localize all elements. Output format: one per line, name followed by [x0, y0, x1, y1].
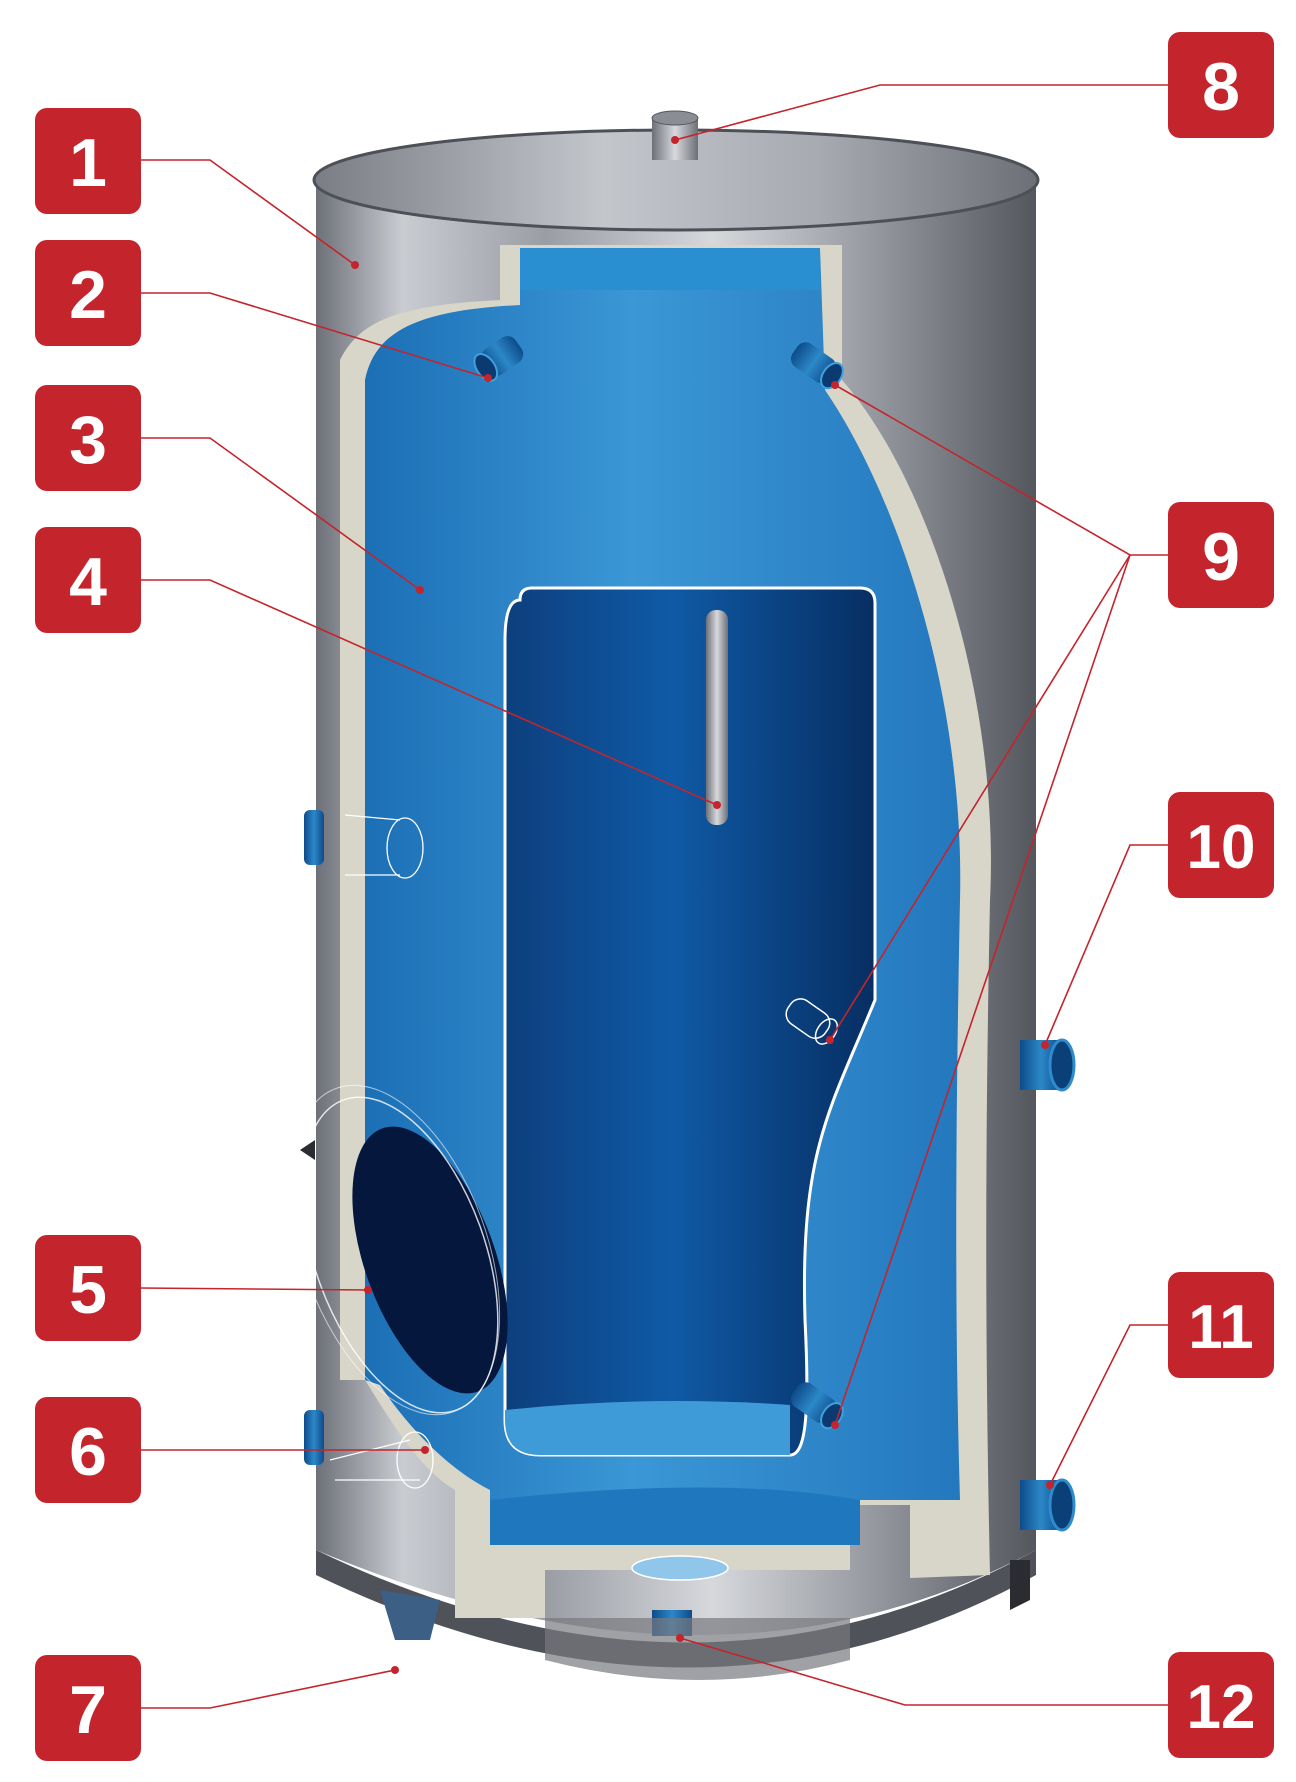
callout-12: 12: [1168, 1652, 1274, 1758]
leader-4: [140, 579, 718, 806]
callout-1: 1: [35, 108, 141, 214]
callout-8: 8: [1168, 32, 1274, 138]
top-lid: [312, 110, 1040, 232]
svg-text:1: 1: [69, 125, 107, 201]
callout-9: 9: [1168, 502, 1274, 608]
svg-text:9: 9: [1202, 519, 1240, 595]
leader-9b: [829, 554, 1131, 1041]
leader-10: [1044, 844, 1168, 1046]
leader-1: [140, 159, 356, 266]
callout-badges: 1 2 3 4 5 6 7 8: [35, 32, 1274, 1761]
svg-text:4: 4: [69, 544, 107, 620]
callout-4: 4: [35, 527, 141, 633]
svg-text:3: 3: [69, 402, 107, 478]
leader-12: [679, 1637, 1170, 1706]
external-connections: [300, 810, 1076, 1532]
leader-3: [140, 437, 421, 591]
leader-7: [140, 1669, 396, 1709]
leader-lines: [139, 84, 1170, 1709]
svg-text:10: 10: [1187, 813, 1256, 882]
callout-10: 10: [1168, 792, 1274, 898]
callout-11: 11: [1168, 1272, 1274, 1378]
callout-6: 6: [35, 1397, 141, 1503]
svg-text:11: 11: [1188, 1293, 1254, 1362]
svg-text:8: 8: [1202, 49, 1240, 125]
cutaway-section: [289, 245, 991, 1680]
leader-2: [140, 292, 489, 379]
callout-5: 5: [35, 1235, 141, 1341]
svg-text:12: 12: [1187, 1673, 1256, 1742]
svg-text:6: 6: [69, 1414, 107, 1490]
leader-11: [1049, 1324, 1168, 1486]
svg-text:5: 5: [69, 1252, 107, 1328]
callout-3: 3: [35, 385, 141, 491]
svg-text:7: 7: [69, 1672, 107, 1748]
leader-8: [674, 84, 1170, 141]
svg-text:2: 2: [69, 257, 107, 333]
leader-5: [139, 1287, 369, 1291]
callout-2: 2: [35, 240, 141, 346]
leader-9c: [834, 554, 1131, 1426]
callout-7: 7: [35, 1655, 141, 1761]
